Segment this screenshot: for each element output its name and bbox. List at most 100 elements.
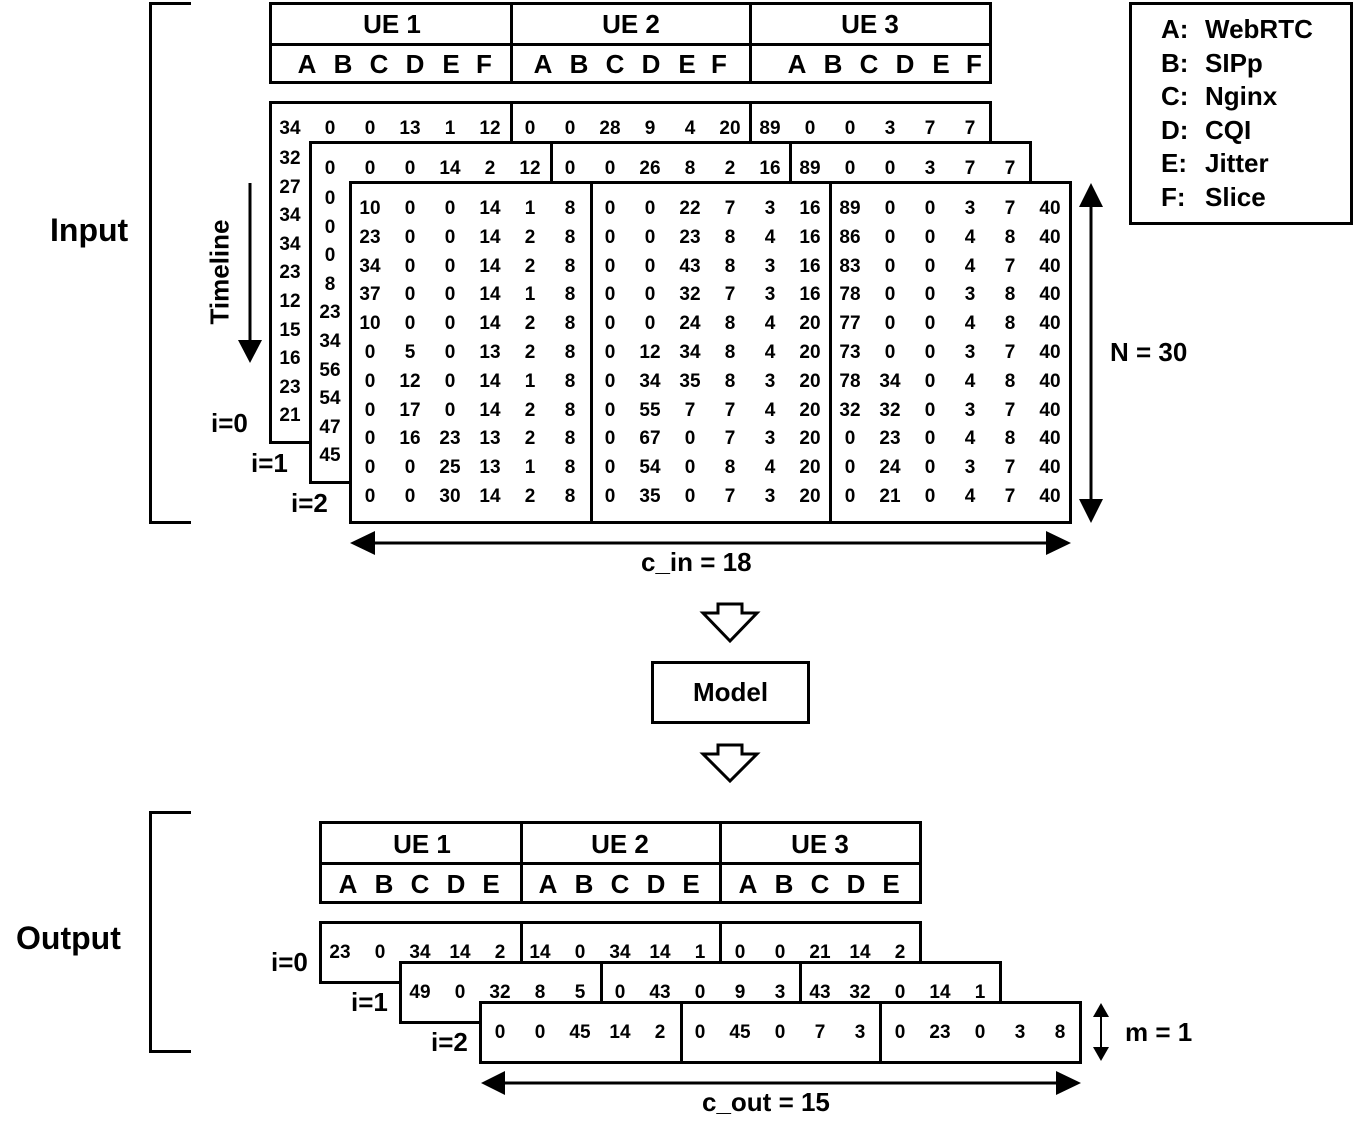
legend-key: B: bbox=[1161, 47, 1189, 78]
output-ue2-header: UE 2 bbox=[591, 829, 649, 859]
output-letter-b: B bbox=[774, 869, 794, 899]
input-l2-cell: 8 bbox=[1004, 428, 1016, 450]
input-l2-cell: 77 bbox=[839, 313, 861, 335]
input-l1-cell: 47 bbox=[319, 416, 341, 438]
m-arrow bbox=[1093, 1003, 1109, 1061]
input-layer-label-2: i=2 bbox=[291, 488, 328, 518]
input-l2-cell: 89 bbox=[839, 198, 861, 219]
input-l2-cell: 3 bbox=[964, 457, 976, 479]
output-l0-cell: 34 bbox=[409, 942, 431, 963]
input-l0-cell: 4 bbox=[684, 118, 696, 139]
input-l1-cell: 16 bbox=[759, 158, 781, 179]
output-l1-cell: 8 bbox=[534, 982, 546, 1003]
input-l2-cell: 0 bbox=[924, 457, 936, 479]
output-letter-b: B bbox=[374, 869, 394, 899]
input-l2-cell: 0 bbox=[884, 198, 896, 219]
input-l2-cell: 4 bbox=[964, 428, 976, 450]
input-l2-cell: 8 bbox=[564, 428, 576, 450]
input-letter-f: F bbox=[966, 49, 982, 79]
input-l2-cell: 37 bbox=[359, 284, 381, 306]
input-l1-cell: 14 bbox=[439, 158, 461, 179]
output-l0-cell: 0 bbox=[574, 942, 586, 963]
input-l1-cell: 23 bbox=[319, 302, 341, 324]
input-l2-cell: 4 bbox=[764, 226, 776, 248]
input-l2-cell: 13 bbox=[479, 457, 501, 479]
input-l2-cell: 20 bbox=[799, 342, 821, 363]
input-l2-cell: 0 bbox=[924, 486, 936, 507]
input-l2-cell: 0 bbox=[604, 313, 616, 335]
input-letter-a: A bbox=[787, 49, 807, 79]
input-l2-cell: 0 bbox=[604, 370, 616, 392]
input-l1-cell: 0 bbox=[324, 188, 336, 209]
input-l1-cell: 54 bbox=[319, 388, 341, 410]
input-l2-cell: 16 bbox=[799, 198, 821, 219]
input-l1-cell: 0 bbox=[564, 158, 576, 179]
input-l2-cell: 4 bbox=[964, 255, 976, 277]
input-letter-d: D bbox=[895, 49, 915, 79]
input-l2-cell: 14 bbox=[479, 370, 501, 392]
output-l0-cell: 14 bbox=[529, 942, 551, 963]
input-l2-cell: 2 bbox=[524, 342, 536, 363]
input-l0-cell: 0 bbox=[364, 118, 376, 139]
input-l2-cell: 4 bbox=[964, 486, 976, 507]
input-l0-cell: 89 bbox=[759, 118, 781, 139]
output-letter-c: C bbox=[610, 869, 630, 899]
input-l2-cell: 40 bbox=[1039, 284, 1061, 306]
input-l2-cell: 7 bbox=[1004, 198, 1016, 219]
input-l2-cell: 54 bbox=[639, 457, 661, 479]
input-l0-cell: 9 bbox=[644, 118, 656, 139]
output-ue1-header: UE 1 bbox=[393, 829, 451, 859]
model-box bbox=[651, 661, 810, 724]
input-l2-cell: 3 bbox=[964, 284, 976, 306]
input-l2-cell: 4 bbox=[964, 226, 976, 248]
input-l2-cell: 0 bbox=[444, 399, 456, 421]
input-l2-cell: 0 bbox=[404, 457, 416, 479]
input-letter-e: E bbox=[678, 49, 696, 79]
input-l0-cell: 20 bbox=[719, 118, 741, 139]
input-l2-cell: 13 bbox=[479, 342, 501, 363]
input-l2-cell: 17 bbox=[399, 399, 421, 421]
input-l1-cell: 0 bbox=[404, 158, 416, 179]
input-l2-cell: 21 bbox=[879, 486, 901, 507]
input-l1-cell: 0 bbox=[324, 245, 336, 267]
input-l2-cell: 8 bbox=[564, 284, 576, 306]
output-l1-cell: 5 bbox=[574, 982, 586, 1003]
input-letter-c: C bbox=[859, 49, 879, 79]
input-l2-cell: 0 bbox=[644, 255, 656, 277]
input-l1-cell: 2 bbox=[484, 158, 496, 179]
input-l2-cell: 0 bbox=[444, 226, 456, 248]
input-l0-cell: 27 bbox=[279, 176, 301, 198]
input-l2-cell: 86 bbox=[839, 226, 861, 248]
input-l1-cell: 12 bbox=[519, 158, 541, 179]
output-l1-cell: 0 bbox=[454, 982, 466, 1003]
input-label: Input bbox=[50, 212, 129, 248]
input-l2-cell: 35 bbox=[679, 370, 701, 392]
output-l2-cell: 0 bbox=[494, 1022, 506, 1043]
input-l2-cell: 8 bbox=[564, 198, 576, 219]
input-l2-cell: 16 bbox=[399, 428, 421, 450]
input-l1-cell: 56 bbox=[319, 359, 341, 381]
input-l2-cell: 8 bbox=[564, 370, 576, 392]
input-letter-b: B bbox=[333, 49, 353, 79]
input-l2-cell: 1 bbox=[524, 457, 536, 479]
input-l0-cell: 0 bbox=[844, 118, 856, 139]
input-l2-cell: 8 bbox=[1004, 226, 1016, 248]
input-layer-2 bbox=[349, 181, 1072, 524]
input-l2-cell: 0 bbox=[404, 284, 416, 306]
input-l2-cell: 0 bbox=[884, 313, 896, 335]
input-layer-label-0: i=0 bbox=[211, 408, 248, 438]
input-l2-cell: 7 bbox=[724, 284, 736, 306]
input-l2-cell: 8 bbox=[1004, 370, 1016, 392]
input-letter-a: A bbox=[533, 49, 553, 79]
input-l2-cell: 40 bbox=[1039, 342, 1061, 363]
output-l0-cell: 2 bbox=[894, 942, 906, 963]
input-l2-cell: 0 bbox=[444, 284, 456, 306]
input-l0-cell: 0 bbox=[324, 118, 336, 139]
input-ue3-header: UE 3 bbox=[841, 9, 899, 39]
input-l2-cell: 34 bbox=[359, 255, 381, 277]
output-l0-cell: 14 bbox=[849, 942, 871, 963]
input-l2-cell: 12 bbox=[639, 342, 661, 363]
input-l1-cell: 0 bbox=[324, 216, 336, 238]
input-l2-cell: 0 bbox=[364, 486, 376, 507]
input-l2-cell: 3 bbox=[964, 198, 976, 219]
